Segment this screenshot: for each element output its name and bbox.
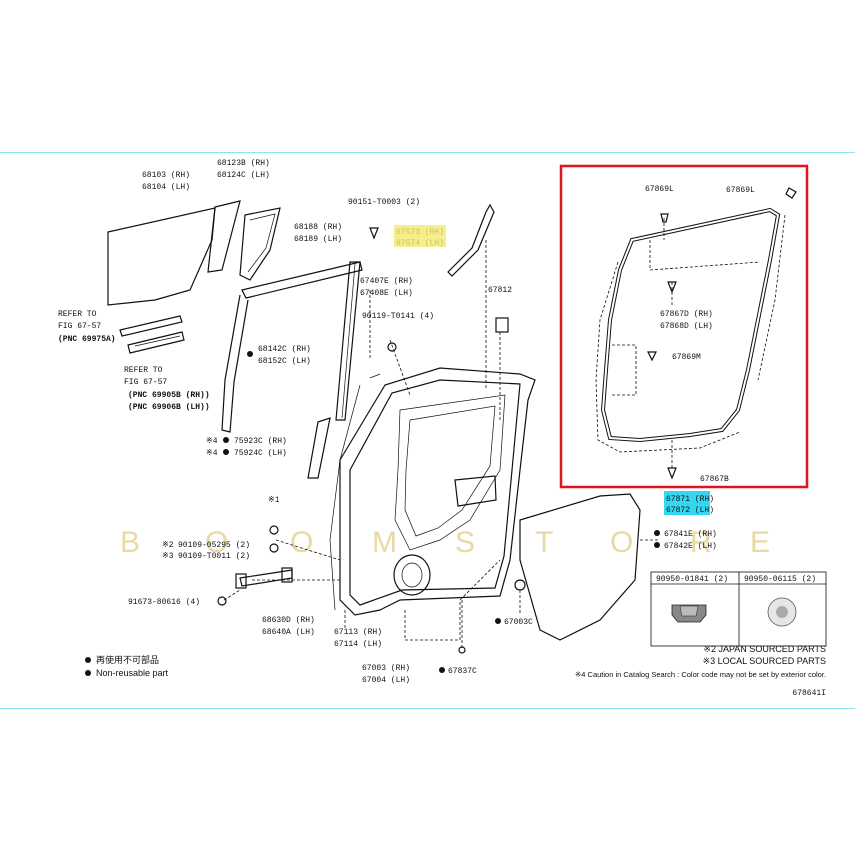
label-molding-lh: 75924C (LH) xyxy=(234,449,287,458)
label-bushing: 90109-05295 (2) xyxy=(178,541,250,550)
label-mark3: ※3 xyxy=(162,552,174,561)
bottom-border-line xyxy=(0,708,855,709)
highlight-yellow-box xyxy=(394,225,446,247)
label-hole-a: 90950-01841 (2) xyxy=(656,575,728,584)
label-frame-rear-lh: 67408E (LH) xyxy=(360,289,413,298)
label-bolt2: 91673-80616 (4) xyxy=(128,598,200,607)
label-clip-l: 67869L xyxy=(645,185,674,194)
labels-left: 68103 (RH) 68104 (LH) 68123B (RH) 68124C… xyxy=(58,159,533,685)
label-ref1-line1: REFER TO xyxy=(58,310,97,319)
label-mark4-b: ※4 xyxy=(206,449,218,458)
label-weatherstrip-rh: 67871 (RH) xyxy=(666,495,714,504)
label-weatherstrip-lh: 67872 (LH) xyxy=(666,506,714,515)
watermark-s: S xyxy=(455,526,477,559)
label-glass-lh: 68104 (LH) xyxy=(142,183,190,192)
outer-molding-part xyxy=(447,203,495,277)
garnish-part xyxy=(307,417,331,479)
door-panel-part xyxy=(329,367,536,616)
legend-non-reusable-jp: 再使用不可部品 xyxy=(96,654,159,665)
label-bolt: 90119-T0141 (4) xyxy=(362,312,434,321)
run-channel-part xyxy=(221,207,363,433)
label-mark1: ※1 xyxy=(268,496,280,505)
watermark-r: R xyxy=(690,526,714,559)
label-pad: 67812 xyxy=(488,286,512,295)
door-glass-part xyxy=(107,200,241,306)
label-panel-b-rh: 67003 (RH) xyxy=(362,664,410,673)
trim-board-part xyxy=(519,493,641,641)
watermark-b: B xyxy=(120,526,142,559)
hole-plug-table: 90950-01841 (2) 90950-06115 (2) xyxy=(650,571,827,647)
label-yellow-rh: 67573 (RH) xyxy=(396,228,444,237)
watermark-o1: O xyxy=(205,526,230,559)
watermark-o3: O xyxy=(610,526,635,559)
label-panel-a-lh: 67114 (LH) xyxy=(334,640,382,649)
label-clip-l2: 67869L xyxy=(726,186,755,195)
label-glass-rh: 68103 (RH) xyxy=(142,171,190,180)
top-border-line xyxy=(0,152,855,153)
label-frame-rear-rh: 67407E (RH) xyxy=(360,277,413,286)
rear-frame-part xyxy=(335,261,361,421)
label-screw-top: 90151-T0003 (2) xyxy=(348,198,420,207)
label-check-lh: 68640A (LH) xyxy=(262,628,315,637)
label-clip-d-lh: 67868D (LH) xyxy=(660,322,713,331)
red-highlight-box xyxy=(559,164,809,489)
label-lower-frame-lh: 68152C (LH) xyxy=(258,357,311,366)
label-quarter-lh: 68124C (LH) xyxy=(217,171,270,180)
fasteners xyxy=(217,227,526,654)
leader-lines xyxy=(223,240,660,648)
label-panel-a-rh: 67113 (RH) xyxy=(334,628,382,637)
label-service-hole-lh: 67842E (LH) xyxy=(664,542,717,551)
label-hole-b: 90950-06115 (2) xyxy=(744,575,816,584)
belt-moldings xyxy=(119,315,185,354)
watermark-m: M xyxy=(372,526,399,559)
label-panel-b-lh: 67004 (LH) xyxy=(362,676,410,685)
note-caution: ※4 Caution in Catalog Search : Color cod… xyxy=(575,670,826,679)
label-ref2-line4: (PNC 69906B (LH)) xyxy=(128,403,210,412)
label-clip-b: 67867B xyxy=(700,475,729,484)
label-clip-d-rh: 67867D (RH) xyxy=(660,310,713,319)
label-yellow-lh: 67574 (LH) xyxy=(396,239,444,248)
label-check-rh: 68630D (RH) xyxy=(262,616,315,625)
label-molding-rh: 75923C (RH) xyxy=(234,437,287,446)
note-japan-parts: ※2 JAPAN SOURCED PARTS xyxy=(703,644,826,654)
label-ref1-line2: FIG 67-57 xyxy=(58,322,101,331)
note-local-parts: ※3 LOCAL SOURCED PARTS xyxy=(703,656,826,666)
legend-non-reusable-en: Non-reusable part xyxy=(96,668,169,678)
label-quarter-rh: 68123B (RH) xyxy=(217,159,270,168)
highlight-cyan-box xyxy=(664,491,710,515)
label-run-channel-lh: 68189 (LH) xyxy=(294,235,342,244)
label-mark4-a: ※4 xyxy=(206,437,218,446)
label-service-hole-rh: 67841E (RH) xyxy=(664,530,717,539)
pad-part xyxy=(495,317,509,333)
watermark-t: T xyxy=(535,526,555,559)
watermark-e: E xyxy=(750,526,772,559)
watermark-o2: O xyxy=(290,526,315,559)
label-ref1-line3: (PNC 69975A) xyxy=(58,335,116,344)
label-bushing2: 90109-T0011 (2) xyxy=(178,552,250,561)
label-ref2-line1: REFER TO xyxy=(124,366,163,375)
watermark: B O O M S T O R E xyxy=(120,526,772,559)
weatherstrip-callout: 67869L 67869L 67867D (RH) 67868D (LH) 67… xyxy=(559,164,809,489)
label-run-channel-rh: 68188 (RH) xyxy=(294,223,342,232)
label-mark2: ※2 xyxy=(162,541,174,550)
diagram-id: 678641I xyxy=(792,689,826,698)
label-cap-c: 67003C xyxy=(504,618,533,627)
label-clip-m: 67869M xyxy=(672,353,701,362)
label-plug: 67837C xyxy=(448,667,477,676)
label-ref2-line3: (PNC 69905B (RH)) xyxy=(128,391,210,400)
label-lower-frame-rh: 68142C (RH) xyxy=(258,345,311,354)
label-ref2-line2: FIG 67-57 xyxy=(124,378,167,387)
legend: 再使用不可部品 Non-reusable part ※2 JAPAN SOURC… xyxy=(85,644,826,698)
